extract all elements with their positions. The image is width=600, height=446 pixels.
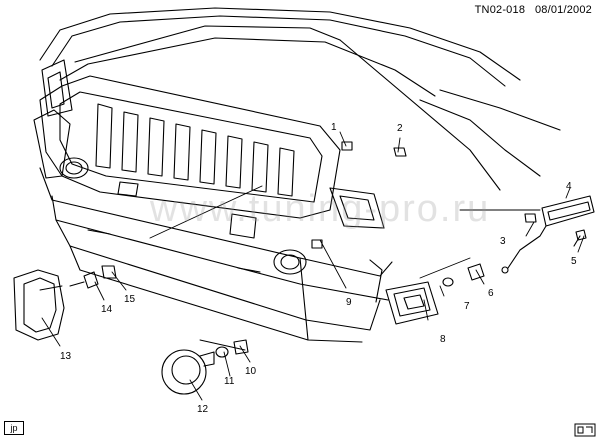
watermark: www.tuning-pro.ru [150,188,491,230]
part-9-fastener [311,239,323,249]
front-bumper [33,109,393,343]
callout-7: 7 [464,301,470,312]
callout-4: 4 [566,181,572,192]
part-3-clip [524,213,537,223]
callout-9: 9 [346,297,352,308]
part-14-bolt [69,271,99,289]
part-7-bulb [442,277,454,287]
callout-10: 10 [245,366,257,377]
grille [39,59,385,239]
part-11-bulb [215,346,229,358]
drawing-header: TN02-018 08/01/2002 [475,4,592,16]
leader-lines [39,131,585,401]
hood-outline [39,7,561,191]
drawing-date: 08/01/2002 [534,4,592,16]
gm-logo-icon [574,423,596,437]
drawing-code: TN02-018 [474,4,526,16]
callout-3: 3 [500,236,506,247]
part-5-screw [573,229,587,247]
part-12-fog-lamp [161,349,215,395]
callout-15: 15 [124,294,136,305]
callout-2: 2 [397,123,403,134]
callout-5: 5 [571,256,577,267]
part-8-park-lamp [385,281,439,325]
part-1-fastener [341,141,353,151]
callout-8: 8 [440,334,446,345]
corner-tag: jp [4,421,24,435]
part-15-nut [101,265,117,279]
part-13-fog-bezel [13,269,65,341]
callout-numbers: 1 2 3 4 5 6 7 8 9 10 11 12 13 14 15 [60,122,577,415]
part-6-socket [467,263,485,281]
callout-11: 11 [224,376,235,387]
part-10-socket [233,339,249,355]
callout-13: 13 [60,351,72,362]
callout-12: 12 [197,404,209,415]
part-2-nut [393,147,407,157]
callout-1: 1 [331,122,337,133]
callout-14: 14 [101,304,113,315]
callout-6: 6 [488,288,494,299]
part-4-marker-lamp [501,195,595,274]
